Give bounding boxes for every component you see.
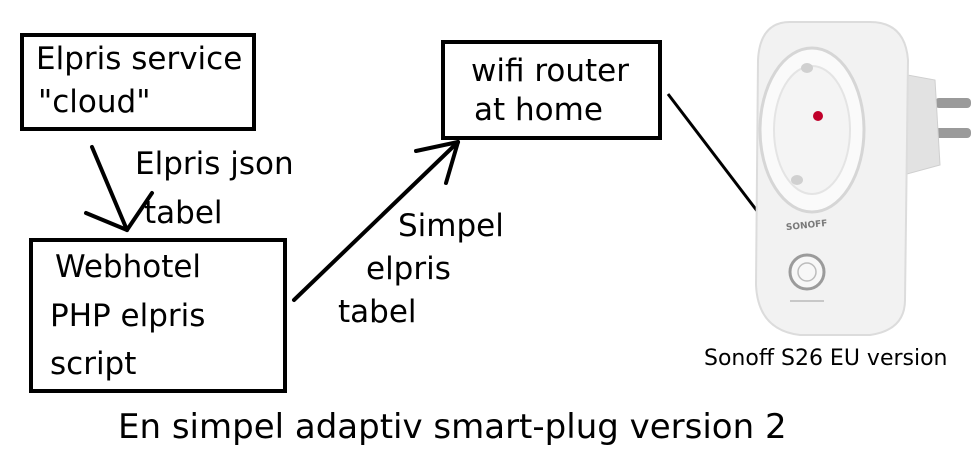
edge-label-simpel-line3: tabel bbox=[338, 294, 417, 330]
node-webhotel-line3: script bbox=[50, 346, 137, 382]
node-elpris-cloud-line1: Elpris service bbox=[36, 41, 243, 77]
node-wifi-router-line1: wifi router bbox=[471, 53, 629, 89]
arrow-webhotel-to-router bbox=[292, 140, 460, 302]
link-router-to-plug bbox=[666, 93, 766, 221]
edge-label-json-line2: tabel bbox=[144, 195, 223, 231]
node-webhotel-line2: PHP elpris bbox=[50, 298, 206, 334]
edge-label-simpel-line2: elpris bbox=[366, 251, 451, 287]
node-wifi-router-line2: at home bbox=[474, 92, 603, 128]
edge-label-json-line1: Elpris json bbox=[135, 146, 294, 182]
node-elpris-cloud bbox=[20, 33, 256, 131]
diagram-caption: En simpel adaptiv smart-plug version 2 bbox=[118, 407, 787, 447]
arrow-cloud-to-webhotel bbox=[84, 145, 154, 232]
device-caption: Sonoff S26 EU version bbox=[704, 346, 948, 371]
smart-plug-illustration bbox=[754, 21, 971, 336]
edge-label-simpel-line1: Simpel bbox=[398, 208, 504, 244]
node-webhotel bbox=[29, 238, 287, 393]
node-elpris-cloud-line2: "cloud" bbox=[38, 84, 151, 120]
node-webhotel-line1: Webhotel bbox=[55, 249, 202, 285]
node-wifi-router bbox=[441, 40, 662, 140]
